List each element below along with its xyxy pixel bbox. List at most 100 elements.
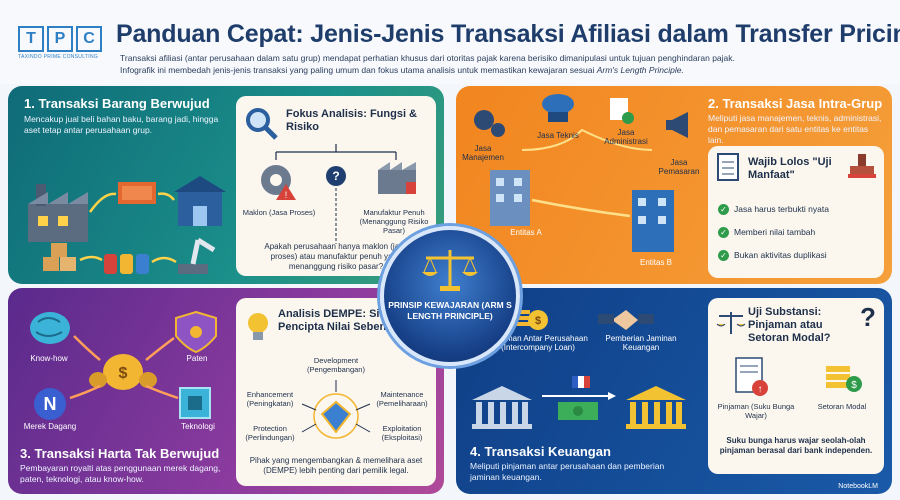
check-icon: ✓ (718, 250, 729, 261)
svg-text:$: $ (119, 365, 128, 382)
arms-length-emphasis: Arm's Length Principle. (596, 65, 684, 75)
function-risk-diagram: ! ? (261, 144, 416, 244)
dempe-protection: Protection (Perlindungan) (245, 424, 295, 442)
svg-text:!: ! (285, 190, 288, 200)
brand-n-icon: N (34, 388, 66, 420)
goods-flow-illustration (28, 176, 226, 274)
dempe-enhancement: Enhancement (Peningkatan) (246, 390, 294, 408)
panel2-title: 2. Transaksi Jasa Intra-Grup (708, 96, 883, 111)
bank-right-icon (626, 386, 686, 429)
checklist-icon (717, 153, 739, 181)
svg-text:N: N (44, 394, 57, 414)
svg-text:$: $ (535, 315, 541, 327)
panel1-desc: Mencakup jual beli bahan baku, barang ja… (24, 114, 219, 135)
panel-tangible-goods: 1. Transaksi Barang Berwujud Mencakup ju… (8, 86, 444, 284)
label-paten: Paten (186, 354, 208, 363)
panel2-benefit-card: Wajib Lolos "Uji Manfaat" ✓Jasa harus te… (708, 146, 884, 278)
guarantee-label: Pemberian Jaminan Keuangan (605, 334, 677, 352)
brain-icon (30, 312, 70, 344)
label-entitas-a: Entitas A (510, 228, 542, 237)
panel4-desc: Meliputi pinjaman antar perusahaan dan p… (470, 461, 665, 482)
intro-line-2: Infografik ini membedah jenis-jenis tran… (120, 65, 684, 75)
panel-intragroup-services: 2. Transaksi Jasa Intra-Grup Meliputi ja… (456, 86, 892, 284)
logo-letter-t: T (18, 26, 44, 52)
logo-letter-p: P (47, 26, 73, 52)
scale-icon (716, 312, 746, 334)
panel2-card-title: Wajib Lolos "Uji Manfaat" (748, 156, 832, 181)
factory-risk-icon (378, 162, 416, 194)
label-jasa-pemasaran: Jasa Pemasaran (658, 158, 700, 176)
panel4-note: Suku bunga harus wajar seolah-olah pinja… (719, 436, 873, 455)
logo-letter-c: C (76, 26, 102, 52)
panel2-desc: Meliputi jasa manajemen, teknis, adminis… (708, 113, 882, 145)
setoran-label: Setoran Modal (817, 402, 867, 411)
dempe-development: Development (Pengembangan) (307, 356, 365, 374)
header: T P C TAXINDO PRIME CONSULTING Panduan C… (0, 0, 900, 84)
cash-transfer-icon (542, 392, 616, 420)
building-b-icon (632, 190, 674, 252)
label-jasa-manajemen: Jasa Manajemen (462, 144, 504, 162)
svg-text:↑: ↑ (758, 384, 763, 395)
boxes-icon (43, 243, 76, 271)
check-item-2: ✓Memberi nilai tambah (718, 227, 815, 238)
tpc-logo: T P C TAXINDO PRIME CONSULTING (18, 26, 106, 62)
pinjaman-label: Pinjaman (Suku Bunga Wajar) (717, 402, 795, 420)
container-icon (118, 182, 156, 204)
panel1-title: 1. Transaksi Barang Berwujud (24, 96, 210, 111)
money-bag-icon: $ (89, 354, 157, 390)
services-network-illustration (474, 94, 688, 252)
panel-financial: $ Pinjaman Antar Perusahaan (Intercompan… (456, 288, 892, 494)
handshake-icon (598, 310, 654, 330)
gears-icon (474, 110, 505, 137)
gear-warning-icon: ! (261, 165, 296, 200)
chip-icon (179, 387, 211, 419)
patent-badge-icon (175, 310, 217, 354)
loan-document-icon: ↑ (735, 357, 768, 396)
panel4-title: 4. Transaksi Keuangan (470, 444, 611, 459)
dempe-exploitation: Exploitation (Eksploitasi) (381, 424, 423, 442)
panel3-title: 3. Transaksi Harta Tak Berwujud (20, 446, 220, 461)
panel4-card-title: Uji Substansi: Pinjaman atau Setoran Mod… (748, 306, 831, 344)
panel-intangibles: $ N Know-how Paten Merek Dagang Teknolog… (8, 288, 444, 494)
stamp-icon (848, 154, 876, 178)
intangibles-illustration: $ N (30, 310, 217, 420)
intro-line-1: Transaksi afiliasi (antar perusahaan dal… (120, 53, 735, 63)
lightbulb-icon (248, 313, 268, 340)
notebooklm-watermark: NotebookLM (838, 483, 878, 490)
dempe-maintenance: Maintenance (Pemeliharaan) (376, 390, 428, 408)
admin-docs-icon (610, 98, 634, 124)
center-principle-text: PRINSIP KEWAJARAN (ARM S LENGTH PRINCIPL… (388, 300, 512, 321)
financial-illustration: $ (472, 310, 686, 429)
question-mark-icon: ? (860, 302, 876, 332)
check-icon: ✓ (718, 227, 729, 238)
page-title: Panduan Cepat: Jenis-Jenis Transaksi Afi… (116, 20, 900, 48)
megaphone-icon (666, 112, 688, 138)
label-merek-dagang: Merek Dagang (23, 422, 77, 431)
warehouse-icon (174, 176, 226, 226)
scales-justice-icon (422, 250, 478, 291)
check-item-1: ✓Jasa harus terbukti nyata (718, 204, 829, 215)
panel3-desc: Pembayaran royalti atas penggunaan merek… (20, 463, 221, 484)
barrels-icon (104, 254, 149, 274)
check-icon: ✓ (718, 204, 729, 215)
building-a-icon (490, 170, 530, 226)
label-jasa-teknis: Jasa Teknis (537, 131, 579, 140)
capital-coins-icon: $ (826, 366, 862, 392)
magnifier-icon (246, 108, 278, 140)
svg-text:$: $ (851, 380, 857, 391)
panel3-note: Pihak yang mengembangkan & memelihara as… (249, 456, 423, 475)
question-icon: ? (326, 166, 346, 186)
bank-left-icon (472, 386, 532, 429)
panel1-question: Apakah perusahaan hanya maklon (jasa pro… (264, 242, 408, 271)
panel1-card-title: Fokus Analisis: Fungsi & Risiko (286, 108, 417, 133)
factory-icon (28, 184, 88, 242)
arms-length-globe: PRINSIP KEWAJARAN (ARM S LENGTH PRINCIPL… (380, 226, 520, 366)
cloud-tech-icon (542, 94, 574, 122)
loan-vs-equity-diagram: ↑ $ (735, 357, 862, 396)
panel4-substance-card: Uji Substansi: Pinjaman atau Setoran Mod… (708, 298, 884, 474)
manufaktur-label: Manufaktur Penuh (Menanggung Risiko Pasa… (359, 208, 429, 235)
coins-dollar-icon: $ (512, 310, 548, 330)
diamond-icon (313, 393, 359, 439)
loan-label: Pinjaman Antar Perusahaan (Intercompany … (488, 334, 588, 352)
